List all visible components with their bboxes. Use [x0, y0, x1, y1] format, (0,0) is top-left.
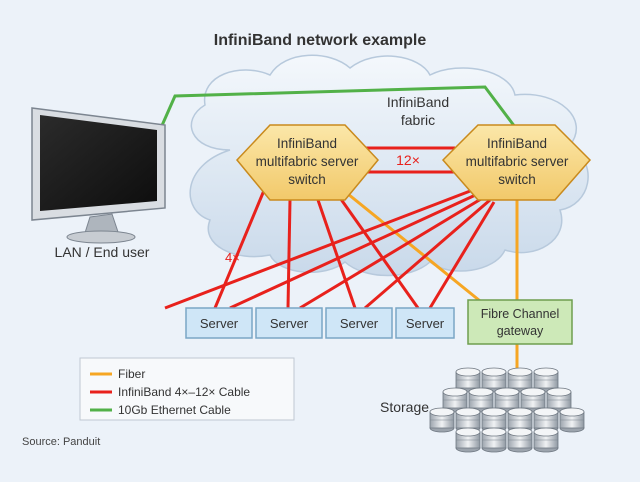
server-3: Server: [325, 307, 393, 339]
storage-disk-10: [429, 407, 455, 433]
gateway-line2: gateway: [497, 324, 544, 338]
monitor-icon: [31, 107, 166, 244]
legend-label-ethernet: 10Gb Ethernet Cable: [118, 403, 231, 417]
storage-disk-18: [507, 427, 533, 453]
server-2: Server: [255, 307, 323, 339]
source-credit: Source: Panduit: [22, 436, 100, 448]
gateway-line1: Fibre Channel: [481, 307, 560, 321]
server-1-label: Server: [200, 316, 239, 331]
fibre-channel-gateway: Fibre Channel gateway: [467, 299, 573, 345]
cloud-label-line2: fabric: [401, 112, 435, 128]
storage-disk-9: [546, 387, 572, 413]
ib-right-to-server-1b: [229, 190, 483, 310]
storage-disk-17: [481, 427, 507, 453]
storage-disks-icon: [429, 367, 585, 453]
legend-label-fiber: Fiber: [118, 367, 145, 381]
legend-label-infiniband: InfiniBand 4×–12× Cable: [118, 385, 250, 399]
storage-label: Storage: [380, 399, 429, 415]
server-4: Server: [395, 307, 455, 339]
fiber-cable-left-switch-to-gateway: [342, 188, 486, 307]
switch-left-line2: multifabric server: [256, 154, 359, 169]
server-group: Server Server Server Server: [185, 307, 455, 339]
server-3-label: Server: [340, 316, 379, 331]
storage-disk-2: [481, 367, 507, 393]
legend: Fiber InfiniBand 4×–12× Cable 10Gb Ether…: [79, 357, 295, 421]
ib-right-to-server-2: [299, 194, 487, 310]
diagram-title: InfiniBand network example: [214, 32, 427, 49]
infiniband-cables: [164, 146, 496, 310]
switch-left-line1: InfiniBand: [277, 136, 337, 151]
ib-right-to-server-4: [428, 201, 496, 309]
end-user-label: LAN / End user: [55, 244, 150, 260]
storage-disk-3: [507, 367, 533, 393]
ib-left-to-server-1: [213, 187, 267, 309]
ib-left-to-server-4: [336, 194, 420, 309]
storage-disk-15: [559, 407, 585, 433]
ethernet-cable: [158, 85, 517, 131]
switch-left-line3: switch: [288, 172, 326, 187]
cloud-label-line1: InfiniBand: [387, 94, 449, 110]
label-4x: 4×: [225, 250, 240, 265]
switch-right-line1: InfiniBand: [487, 136, 547, 151]
switch-left: InfiniBand multifabric server switch: [236, 124, 379, 201]
switch-right-line2: multifabric server: [466, 154, 569, 169]
switch-right: InfiniBand multifabric server switch: [441, 124, 592, 201]
ib-left-to-server-2: [286, 199, 292, 309]
server-2-label: Server: [270, 316, 309, 331]
ib-right-to-server-3: [364, 198, 491, 310]
storage-disk-16: [455, 427, 481, 453]
server-1: Server: [185, 307, 253, 339]
label-12x: 12×: [396, 152, 420, 168]
ib-left-to-server-3: [316, 199, 357, 309]
ib-right-to-server-1a: [164, 186, 479, 310]
server-4-label: Server: [406, 316, 445, 331]
storage-disk-19: [533, 427, 559, 453]
switch-right-line3: switch: [498, 172, 536, 187]
